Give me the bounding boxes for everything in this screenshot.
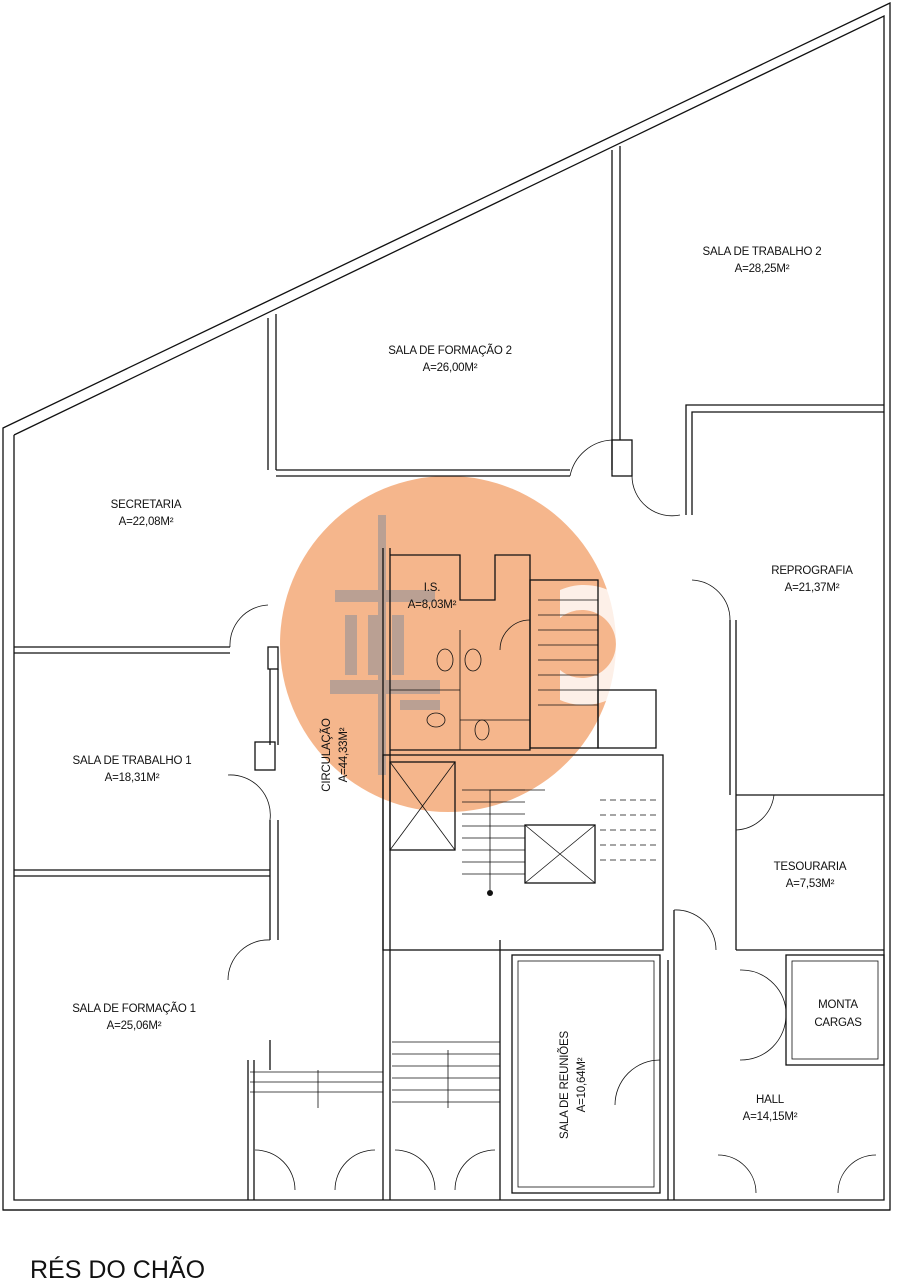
room-name: SALA DE REUNIÕES bbox=[558, 1030, 571, 1139]
room-label-hall: HALL A=14,15M² bbox=[743, 1094, 798, 1123]
room-area: A=26,00M² bbox=[423, 362, 478, 374]
room-area: A=21,37M² bbox=[785, 582, 840, 594]
room-label-sala-trabalho-1: SALA DE TRABALHO 1 A=18,31M² bbox=[73, 755, 192, 784]
room-name: HALL bbox=[756, 1094, 785, 1106]
room-label-is: I.S. A=8,03M² bbox=[408, 582, 457, 611]
room-label-sala-formacao-2: SALA DE FORMAÇÃO 2 A=26,00M² bbox=[388, 344, 512, 374]
room-name: TESOURARIA bbox=[774, 861, 847, 873]
drawing-title: RÉS DO CHÃO bbox=[30, 1255, 205, 1284]
room-label-secretaria: SECRETARIA A=22,08M² bbox=[111, 499, 182, 528]
room-area: A=18,31M² bbox=[105, 772, 160, 784]
room-label-reprografia: REPROGRAFIA A=21,37M² bbox=[771, 565, 853, 594]
room-area: A=8,03M² bbox=[408, 599, 457, 611]
room-name: SALA DE FORMAÇÃO 2 bbox=[388, 344, 512, 357]
room-label-sala-trabalho-2: SALA DE TRABALHO 2 A=28,25M² bbox=[703, 246, 822, 275]
stair-treads bbox=[250, 599, 660, 1108]
room-label-sala-formacao-1: SALA DE FORMAÇÃO 1 A=25,06M² bbox=[72, 1002, 196, 1032]
room-name: SECRETARIA bbox=[111, 499, 182, 511]
room-name: SALA DE FORMAÇÃO 1 bbox=[72, 1002, 196, 1015]
watermark-logo bbox=[280, 476, 644, 812]
room-name: CIRCULAÇÃO bbox=[320, 718, 333, 792]
door-swings bbox=[227, 439, 877, 1194]
outer-walls bbox=[2, 1, 891, 1211]
room-name: SALA DE TRABALHO 1 bbox=[73, 755, 192, 767]
room-area: A=44,33M² bbox=[338, 727, 350, 782]
room-name: MONTA bbox=[818, 999, 858, 1011]
room-label-tesouraria: TESOURARIA A=7,53M² bbox=[774, 861, 847, 890]
room-area: A=22,08M² bbox=[119, 516, 174, 528]
room-area: A=28,25M² bbox=[735, 263, 790, 275]
room-name: SALA DE TRABALHO 2 bbox=[703, 246, 822, 258]
room-name: I.S. bbox=[424, 582, 440, 594]
room-area: A=7,53M² bbox=[786, 878, 835, 890]
sanitary-fixtures bbox=[426, 648, 490, 741]
room-name: REPROGRAFIA bbox=[771, 565, 853, 577]
room-area: A=25,06M² bbox=[107, 1020, 162, 1032]
room-area: A=10,64M² bbox=[576, 1057, 588, 1112]
interior-walls bbox=[14, 146, 885, 1200]
room-area: CARGAS bbox=[814, 1017, 862, 1029]
room-area: A=14,15M² bbox=[743, 1111, 798, 1123]
room-label-monta-cargas: MONTA CARGAS bbox=[814, 999, 862, 1029]
room-label-sala-reunioes: SALA DE REUNIÕES A=10,64M² bbox=[558, 1030, 588, 1139]
room-label-circulacao: CIRCULAÇÃO A=44,33M² bbox=[320, 718, 350, 792]
